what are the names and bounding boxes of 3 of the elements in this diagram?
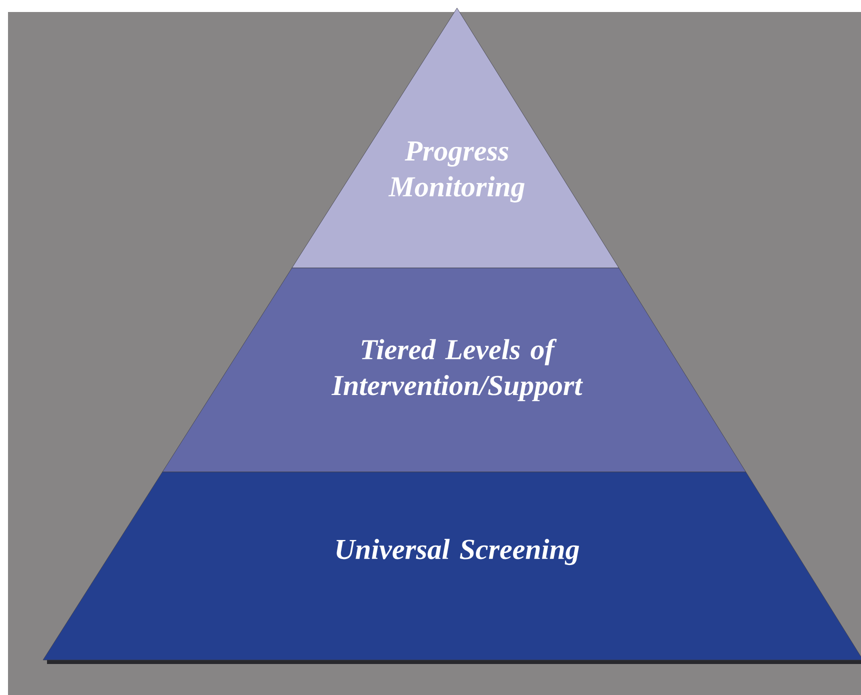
pyramid-tier: Universal Screening	[42, 472, 861, 660]
pyramid-tier: Tiered Levels of Intervention/Support	[162, 268, 746, 472]
pyramid-tier: Progress Monitoring	[292, 8, 620, 268]
